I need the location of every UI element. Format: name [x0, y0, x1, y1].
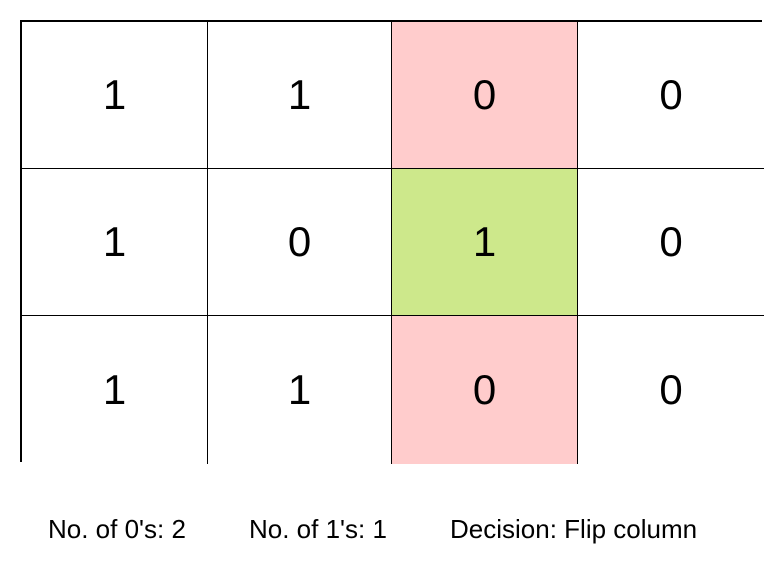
matrix-cell-r2-c1: 1	[22, 169, 208, 316]
binary-matrix: 1 1 0 0 1 0 1 0 1 1 0 0	[20, 20, 764, 464]
matrix-cell-r2-c4: 0	[578, 169, 764, 316]
decision-label: Decision: Flip column	[450, 514, 698, 544]
matrix-cell-r3-c3: 0	[392, 316, 578, 464]
zeros-count-label: No. of 0's: 2	[48, 514, 186, 544]
ones-count-label: No. of 1's: 1	[249, 514, 387, 544]
matrix-cell-r3-c2: 1	[208, 316, 392, 464]
matrix-cell-r1-c2: 1	[208, 22, 392, 169]
matrix-cell-r1-c1: 1	[22, 22, 208, 169]
matrix-cell-r2-c3: 1	[392, 169, 578, 316]
summary-line: No. of 0's: 2 No. of 1's: 1 Decision: Fl…	[0, 514, 782, 550]
matrix-cell-r1-c3: 0	[392, 22, 578, 169]
matrix-cell-r3-c4: 0	[578, 316, 764, 464]
matrix-cell-r2-c2: 0	[208, 169, 392, 316]
matrix-cell-r3-c1: 1	[22, 316, 208, 464]
matrix-cell-r1-c4: 0	[578, 22, 764, 169]
